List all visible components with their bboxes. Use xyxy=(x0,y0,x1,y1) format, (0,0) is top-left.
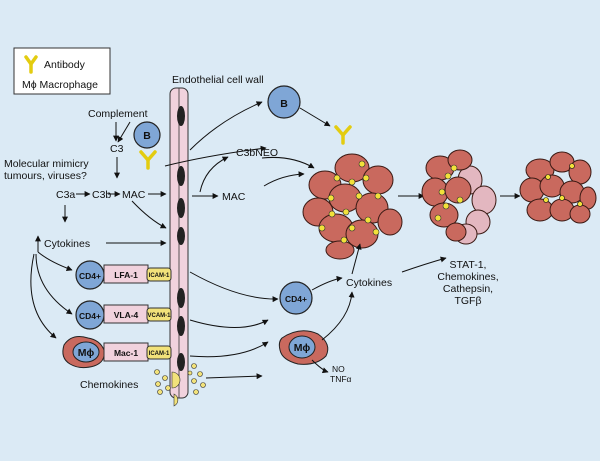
legend-antibody-label: Antibody xyxy=(44,59,86,71)
svg-text:CD4+: CD4+ xyxy=(79,271,101,281)
mac1-label: Mac-1 xyxy=(114,348,138,358)
stat-line-1: STAT-1, xyxy=(450,259,487,271)
tumour-cluster-1 xyxy=(302,153,403,260)
stat-line-4: TGFβ xyxy=(454,295,481,307)
antibody-icon xyxy=(24,55,38,74)
black-dots-cluster-3 xyxy=(543,163,583,207)
svg-text:Mϕ: Mϕ xyxy=(78,347,95,359)
svg-text:B: B xyxy=(143,130,151,142)
chemokine-dots xyxy=(154,363,206,407)
stat-line-3: Cathepsin, xyxy=(443,283,493,295)
b-cell-top: B xyxy=(267,85,301,119)
c3a-label: C3a xyxy=(56,189,75,201)
no-label: NO xyxy=(332,364,345,374)
macrophage-left: Mϕ xyxy=(62,336,105,369)
icam1-a-label: ICAM-1 xyxy=(149,273,170,279)
legend-box: Antibody Mϕ Macrophage xyxy=(13,47,111,95)
mimicry-line1: Molecular mimicry xyxy=(4,158,89,170)
cytokines-right-label: Cytokines xyxy=(346,277,392,289)
complement-label: Complement xyxy=(88,108,148,120)
endothelial-label: Endothelial cell wall xyxy=(172,74,264,86)
vcam1-label: VCAM-1 xyxy=(147,313,171,319)
vla4-label: VLA-4 xyxy=(114,310,139,320)
endothelial-wall xyxy=(169,87,189,399)
c3b-label: C3b xyxy=(92,189,111,201)
legend-macrophage-label: Mϕ Macrophage xyxy=(22,79,98,91)
svg-text:CD4+: CD4+ xyxy=(285,294,307,304)
svg-text:CD4+: CD4+ xyxy=(79,311,101,321)
icam1-b-label: ICAM-1 xyxy=(149,351,170,357)
mimicry-line2: tumours, viruses? xyxy=(4,170,87,182)
svg-text:Mϕ: Mϕ xyxy=(294,342,311,354)
macrophage-mid: Mϕ xyxy=(278,330,329,365)
antibody-icon xyxy=(139,150,157,170)
cytokines-left-label: Cytokines xyxy=(44,238,90,250)
lfa1-label: LFA-1 xyxy=(114,270,138,280)
cd4-cell-2: CD4+ xyxy=(75,300,105,330)
chemokines-label: Chemokines xyxy=(80,379,138,391)
cd4-cell-1: CD4+ xyxy=(75,260,105,290)
mac-right-label: MAC xyxy=(222,191,246,203)
antibody-dots-cluster-1 xyxy=(318,160,382,244)
c3-label: C3 xyxy=(110,143,124,155)
tumour-cluster-3 xyxy=(519,151,597,224)
cd4-cell-mid: CD4+ xyxy=(279,281,313,315)
antibody-dots-cluster-2 xyxy=(434,164,464,222)
tnfa-label: TNFα xyxy=(330,374,352,384)
c3bneo-label: C3bNEO xyxy=(236,147,278,159)
stat-line-2: Chemokines, xyxy=(437,271,498,283)
b-cell-left: B xyxy=(133,121,161,149)
antibody-icon xyxy=(334,125,352,145)
mac-left-label: MAC xyxy=(122,189,146,201)
svg-text:B: B xyxy=(280,98,288,110)
